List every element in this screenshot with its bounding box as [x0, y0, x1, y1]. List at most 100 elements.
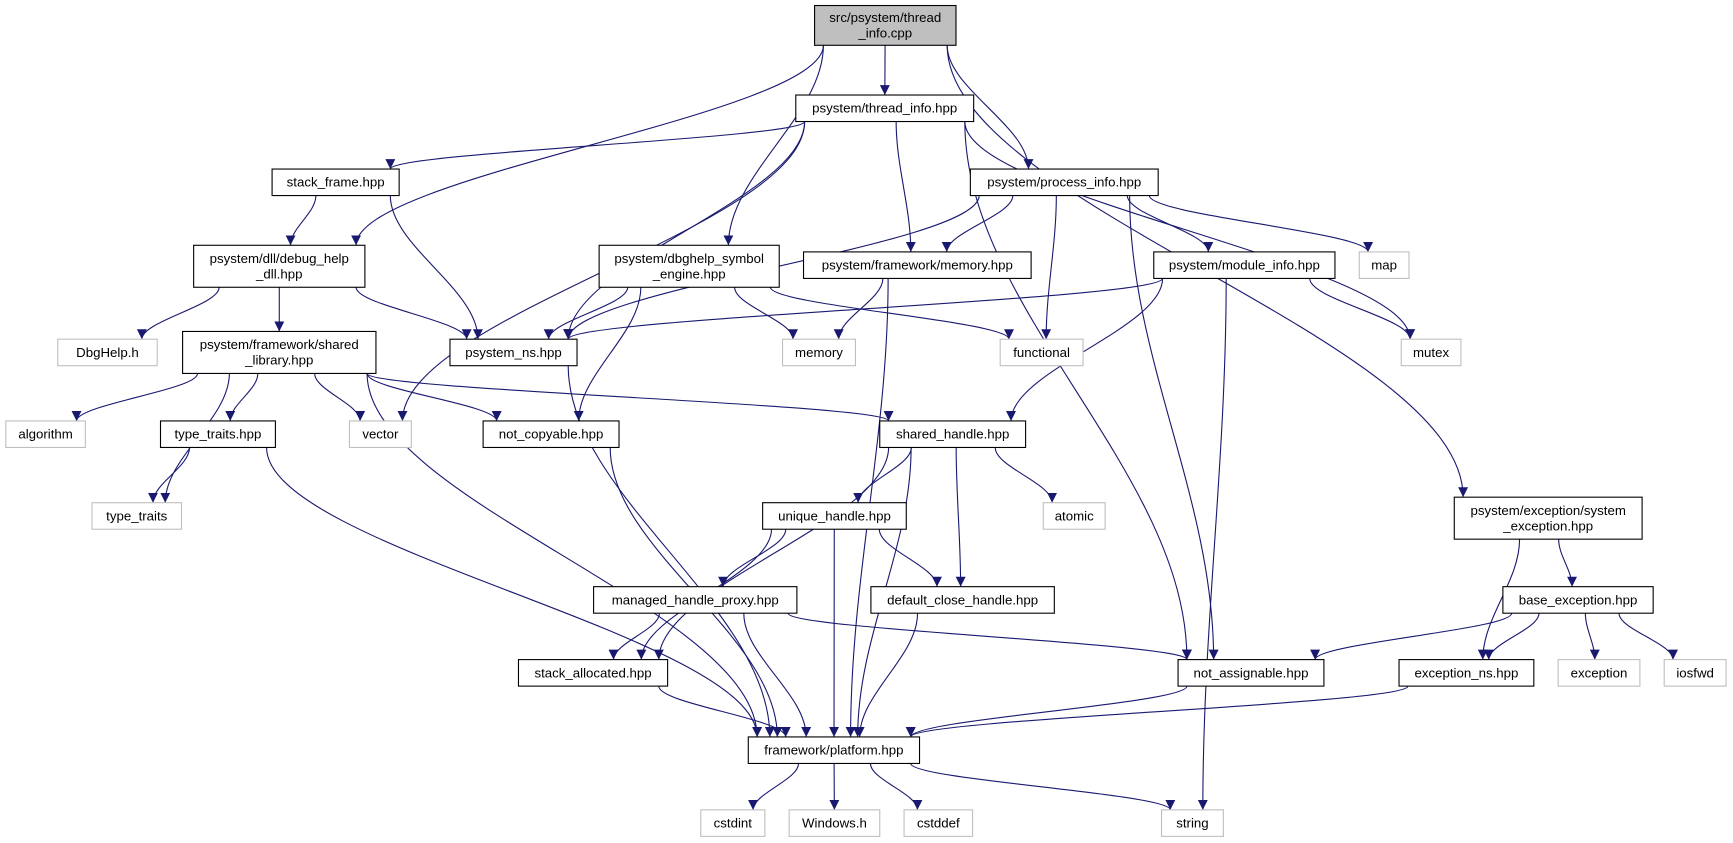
edge-not_assignable-to-platform: [905, 685, 1188, 738]
edge-dbghelp_symbol-to-functional: [769, 286, 1014, 340]
node-label: not_copyable.hpp: [499, 427, 604, 442]
node-box: [449, 338, 578, 367]
node-windows_h: Windows.h: [788, 809, 881, 837]
node-label: type_traits.hpp: [174, 427, 261, 442]
node-thread_info[interactable]: psystem/thread_info.hpp: [795, 94, 975, 123]
node-box: [870, 586, 1055, 614]
edge-platform-to-string: [910, 762, 1176, 811]
edge-managed_handle_proxy-to-not_assignable: [787, 612, 1192, 661]
node-base_exception[interactable]: base_exception.hpp: [1502, 586, 1654, 614]
edge-dbghelp_symbol-to-psystem_ns: [543, 287, 629, 340]
node-label: iosfwd: [1676, 665, 1714, 680]
edge-unique_handle-to-managed_handle_proxy: [718, 529, 787, 587]
node-functional: functional: [999, 338, 1084, 367]
node-root[interactable]: src/psystem/thread_info.cpp: [814, 4, 957, 46]
node-managed_handle_proxy[interactable]: managed_handle_proxy.hpp: [593, 586, 798, 614]
node-box: [193, 244, 366, 288]
node-box: [517, 659, 669, 687]
node-label: psystem/thread_info.hpp: [812, 101, 957, 116]
node-label: type_traits: [106, 508, 168, 523]
edge-dbghelp_symbol-to-not_copyable: [573, 287, 642, 421]
node-not_assignable[interactable]: not_assignable.hpp: [1177, 659, 1325, 687]
node-dbghelp_symbol[interactable]: psystem/dbghelp_symbol_engine.hpp: [598, 244, 780, 288]
node-cstddef: cstddef: [903, 809, 974, 837]
node-shared_handle[interactable]: shared_handle.hpp: [879, 420, 1027, 449]
node-dbghelp_h: DbgHelp.h: [57, 338, 158, 367]
edge-shared_library-to-algorithm: [71, 373, 199, 422]
node-label: atomic: [1055, 508, 1094, 523]
node-type_traits_hpp[interactable]: type_traits.hpp: [159, 420, 276, 449]
node-box: [5, 420, 86, 449]
node-not_copyable[interactable]: not_copyable.hpp: [482, 420, 620, 449]
node-box: [1663, 659, 1727, 687]
edge-thread_info-to-not_assignable: [964, 121, 1192, 660]
node-label: exception_ns.hpp: [1414, 665, 1518, 680]
node-debug_help[interactable]: psystem/dll/debug_help_dll.hpp: [193, 244, 366, 288]
node-label: psystem/framework/memory.hpp: [822, 258, 1013, 273]
edge-platform-to-cstdint: [748, 763, 800, 810]
node-memory: memory: [781, 338, 857, 367]
node-default_close_handle[interactable]: default_close_handle.hpp: [870, 586, 1055, 614]
edge-thread_info-to-mutex: [964, 121, 1415, 340]
node-label: framework/platform.hpp: [764, 743, 903, 758]
edge-shared_library-to-vector: [314, 373, 366, 422]
node-platform[interactable]: framework/platform.hpp: [747, 736, 921, 765]
edge-debug_help-to-psystem_ns: [355, 287, 472, 340]
node-stack_frame[interactable]: stack_frame.hpp: [271, 168, 400, 197]
node-box: [482, 420, 620, 449]
node-process_info[interactable]: psystem/process_info.hpp: [969, 168, 1159, 197]
node-box: [747, 736, 921, 765]
node-label: string: [1176, 816, 1208, 831]
node-box: [1160, 809, 1224, 837]
node-label: not_assignable.hpp: [1194, 665, 1309, 680]
edge-module_info-to-string: [1197, 278, 1227, 810]
edge-base_exception-to-not_assignable: [1310, 612, 1513, 660]
edge-process_info-to-functional: [1041, 195, 1057, 340]
node-label: psystem/dbghelp_symbol_engine.hpp: [614, 251, 764, 281]
edges: [71, 45, 1678, 811]
node-map: map: [1358, 251, 1410, 279]
edge-psystem_ns-to-platform: [567, 365, 775, 737]
node-label: psystem/dll/debug_help_dll.hpp: [210, 251, 349, 281]
edge-stack_frame-to-psystem_ns: [389, 195, 483, 340]
node-label: algorithm: [18, 427, 73, 442]
node-label: psystem/framework/shared_library.hpp: [200, 337, 359, 367]
node-box: [969, 168, 1159, 197]
edge-shared_handle-to-atomic: [994, 447, 1058, 503]
node-box: [1177, 659, 1325, 687]
edge-shared_handle-to-stack_allocated: [653, 447, 890, 660]
node-label: memory: [795, 345, 843, 360]
node-unique_handle[interactable]: unique_handle.hpp: [762, 502, 907, 530]
node-label: cstddef: [917, 816, 960, 831]
node-box: [348, 420, 412, 449]
node-box: [1557, 659, 1641, 687]
node-vector: vector: [348, 420, 412, 449]
edge-dbghelp_symbol-to-memory: [734, 287, 798, 340]
node-shared_library[interactable]: psystem/framework/shared_library.hpp: [182, 330, 377, 374]
node-module_info[interactable]: psystem/module_info.hpp: [1153, 251, 1336, 279]
node-system_exception[interactable]: psystem/exception/system_exception.hpp: [1453, 496, 1643, 540]
node-label: mutex: [1413, 345, 1449, 360]
edge-managed_handle_proxy-to-platform: [743, 613, 812, 737]
node-box: [788, 809, 881, 837]
node-label: psystem/process_info.hpp: [987, 175, 1141, 190]
node-box: [182, 330, 377, 374]
edge-thread_info-to-memory_hpp: [895, 121, 916, 252]
edge-process_info-to-not_assignable: [1129, 195, 1219, 660]
edge-root-to-debug_help: [351, 45, 824, 246]
node-label: psystem_ns.hpp: [465, 345, 561, 360]
node-string: string: [1160, 809, 1224, 837]
node-psystem_ns[interactable]: psystem_ns.hpp: [449, 338, 578, 367]
node-stack_allocated[interactable]: stack_allocated.hpp: [517, 659, 669, 687]
node-box: [1453, 496, 1643, 540]
node-exception_ns[interactable]: exception_ns.hpp: [1398, 659, 1535, 687]
node-memory_hpp[interactable]: psystem/framework/memory.hpp: [802, 251, 1032, 279]
edge-unique_handle-to-default_close_handle: [878, 529, 942, 587]
node-box: [762, 502, 907, 530]
node-exception: exception: [1557, 659, 1641, 687]
node-label: cstdint: [714, 816, 753, 831]
edge-shared_library-to-type_traits_hpp: [225, 373, 259, 421]
node-label: DbgHelp.h: [76, 345, 139, 360]
node-box: [91, 502, 183, 530]
edge-root-to-process_info: [946, 45, 1034, 170]
